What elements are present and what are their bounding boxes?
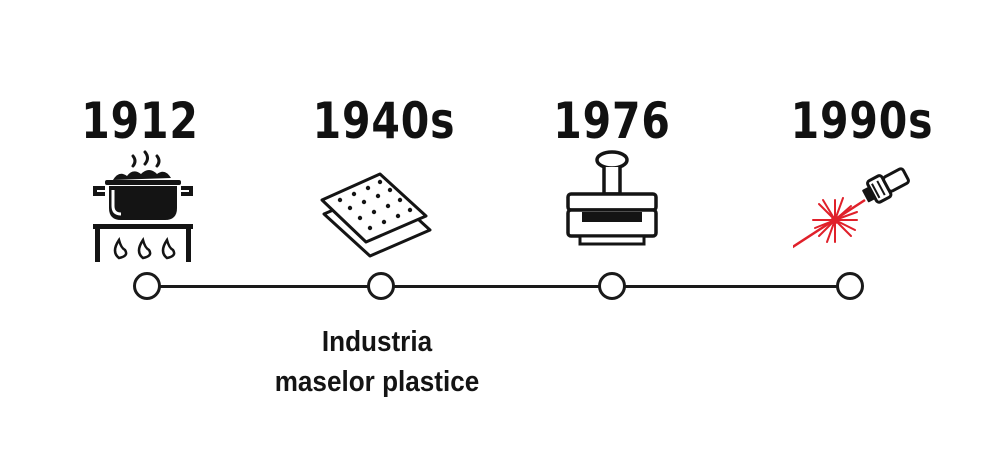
timeline-node-1976 [598,272,626,300]
cooking-pot-on-stove-icon [83,148,203,268]
laser-engraver-icon [793,148,913,268]
caption-line: maselor plastice [274,366,480,398]
timeline-node-1940s [367,272,395,300]
plastic-sheets-icon [318,148,438,268]
milestone-year-1912: 1912 [81,92,199,150]
milestone-caption-1940s: Industria maselor plastice [260,322,494,402]
milestone-year-1940s: 1940s [312,92,456,150]
timeline-axis [147,285,850,288]
milestone-year-1990s: 1990s [790,92,934,150]
timeline-node-1990s [836,272,864,300]
timeline-node-1912 [133,272,161,300]
rubber-stamp-icon [552,148,672,268]
milestone-year-1976: 1976 [553,92,671,150]
caption-line: Industria [321,326,433,358]
